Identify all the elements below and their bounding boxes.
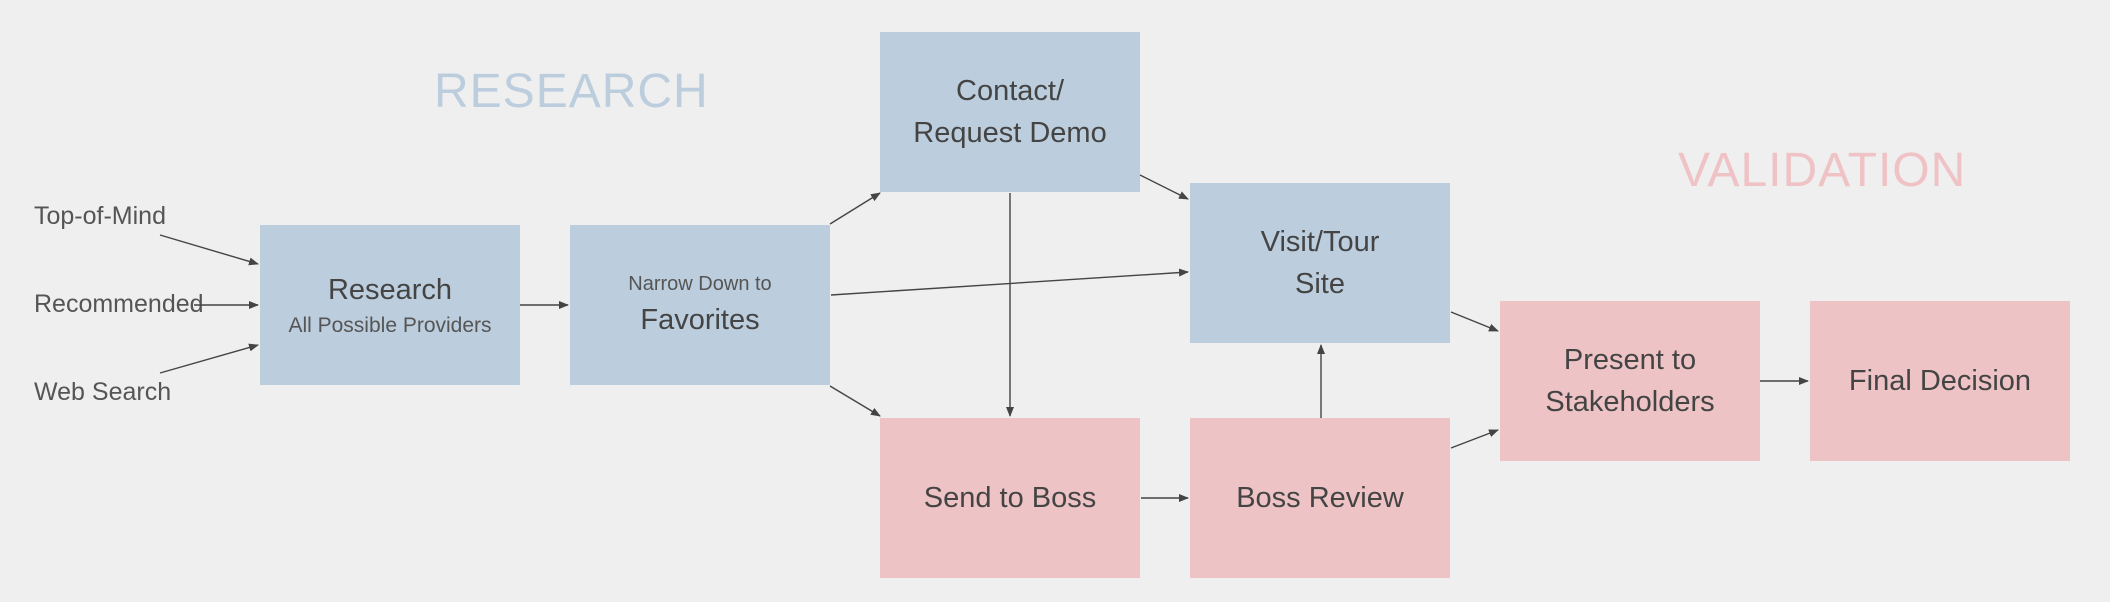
node-favorites-title: Favorites	[640, 304, 760, 336]
node-send-to-boss: Send to Boss	[880, 418, 1140, 578]
source-recommended: Recommended	[34, 290, 204, 318]
node-present-line2: Stakeholders	[1545, 386, 1715, 418]
node-send-title: Send to Boss	[923, 482, 1097, 514]
node-contact-line1: Contact/	[956, 75, 1064, 107]
node-research-subtitle: All Possible Providers	[288, 314, 492, 337]
source-top-of-mind: Top-of-Mind	[34, 202, 166, 230]
node-review-title: Boss Review	[1236, 482, 1404, 514]
node-research-title: Research	[327, 274, 453, 306]
arrow-web-search-to-research	[159, 343, 259, 374]
arrow-top-of-mind-to-research	[159, 234, 259, 266]
arrow-review-to-present	[1450, 429, 1499, 449]
node-boss-review: Boss Review	[1190, 418, 1450, 578]
node-visit-line1: Visit/Tour	[1260, 226, 1380, 258]
section-label-validation: VALIDATION	[1678, 144, 1967, 197]
node-present-to-stakeholders: Present to Stakeholders	[1500, 301, 1760, 461]
node-visit-line2: Site	[1295, 268, 1345, 300]
node-contact-request-demo: Contact/ Request Demo	[880, 32, 1140, 192]
source-web-search: Web Search	[34, 378, 172, 406]
node-visit-tour-site: Visit/Tour Site	[1190, 183, 1450, 343]
arrow-contact-to-visit	[1139, 174, 1189, 200]
node-final-decision: Final Decision	[1810, 301, 2070, 461]
node-favorites-prefix: Narrow Down to	[628, 273, 772, 295]
node-final-title: Final Decision	[1848, 365, 2032, 397]
node-present-line1: Present to	[1563, 344, 1697, 376]
arrow-favorites-to-send	[829, 385, 881, 417]
section-label-research: RESEARCH	[434, 65, 709, 118]
node-research: Research All Possible Providers	[260, 225, 520, 385]
arrow-favorites-to-contact	[829, 192, 881, 225]
node-contact-line2: Request Demo	[913, 117, 1107, 149]
arrow-visit-to-present	[1450, 311, 1499, 332]
node-favorites: Narrow Down to Favorites	[570, 225, 830, 385]
